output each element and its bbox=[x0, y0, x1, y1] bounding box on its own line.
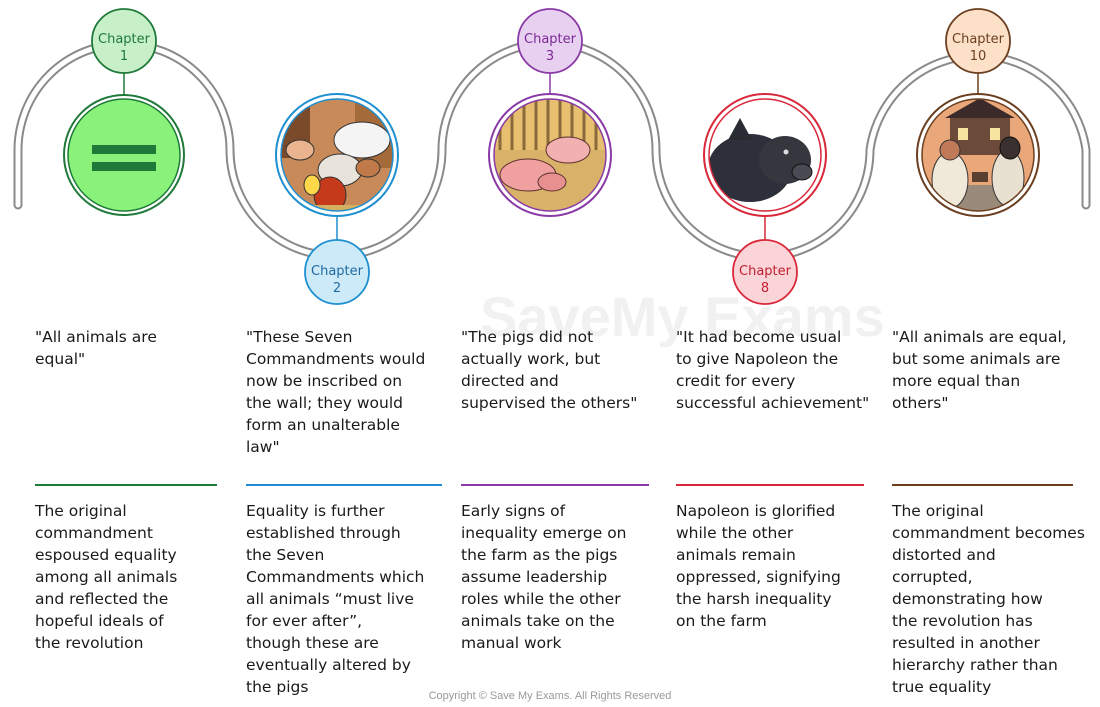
divider-chapter-2 bbox=[246, 484, 442, 486]
quote-chapter-8: "It had become usual to give Napoleon th… bbox=[676, 328, 870, 412]
copyright-notice: Copyright © Save My Exams. All Rights Re… bbox=[428, 690, 672, 702]
quote-chapter-3: "The pigs did not actually work, but dir… bbox=[461, 328, 638, 412]
chapter-label: Chapter bbox=[311, 264, 364, 279]
pigs-in-sty-icon bbox=[488, 93, 612, 217]
chapter-number: 2 bbox=[333, 281, 341, 296]
farm-animals-icon bbox=[275, 93, 399, 217]
chapter-number: 8 bbox=[761, 281, 769, 296]
divider-chapter-10 bbox=[892, 484, 1073, 486]
chapter-badge-2: Chapter 2 bbox=[304, 239, 370, 305]
quote-chapter-1: "All animals are equal" bbox=[35, 328, 157, 368]
chapter-label: Chapter bbox=[98, 32, 151, 47]
chapter-label: Chapter bbox=[952, 32, 1005, 47]
note-chapter-8: Napoleon is glorified while the other an… bbox=[676, 502, 841, 630]
note-chapter-2: Equality is further established through … bbox=[246, 502, 425, 696]
chapter-badge-1: Chapter 1 bbox=[91, 8, 157, 74]
note-chapter-1: The original commandment espoused equali… bbox=[35, 502, 178, 652]
watermark-logo: SaveMy Exams bbox=[480, 285, 885, 348]
divider-chapter-1 bbox=[35, 484, 217, 486]
chapter-number: 3 bbox=[546, 49, 554, 64]
divider-chapter-3 bbox=[461, 484, 649, 486]
quote-chapter-2: "These Seven Commandments would now be i… bbox=[246, 328, 426, 456]
note-chapter-10: The original commandment becomes distort… bbox=[892, 502, 1085, 696]
chapter-number: 10 bbox=[970, 49, 987, 64]
chapter-badge-10: Chapter 10 bbox=[945, 8, 1011, 74]
chapter-label: Chapter bbox=[524, 32, 577, 47]
black-pig-icon bbox=[703, 93, 827, 217]
chapter-badge-3: Chapter 3 bbox=[517, 8, 583, 74]
divider-chapter-8 bbox=[676, 484, 864, 486]
chapter-badge-8: Chapter 8 bbox=[732, 239, 798, 305]
timeline-graphic: Chapter 1 Chapter 2 Chapter 3 Chapter 8 … bbox=[13, 8, 1091, 305]
chapter-number: 1 bbox=[120, 49, 128, 64]
equals-sign-icon bbox=[63, 94, 185, 216]
pig-and-man-icon bbox=[916, 93, 1040, 217]
chapter-label: Chapter bbox=[739, 264, 792, 279]
note-chapter-3: Early signs of inequality emerge on the … bbox=[461, 502, 627, 652]
quote-chapter-10: "All animals are equal, but some animals… bbox=[892, 328, 1067, 412]
